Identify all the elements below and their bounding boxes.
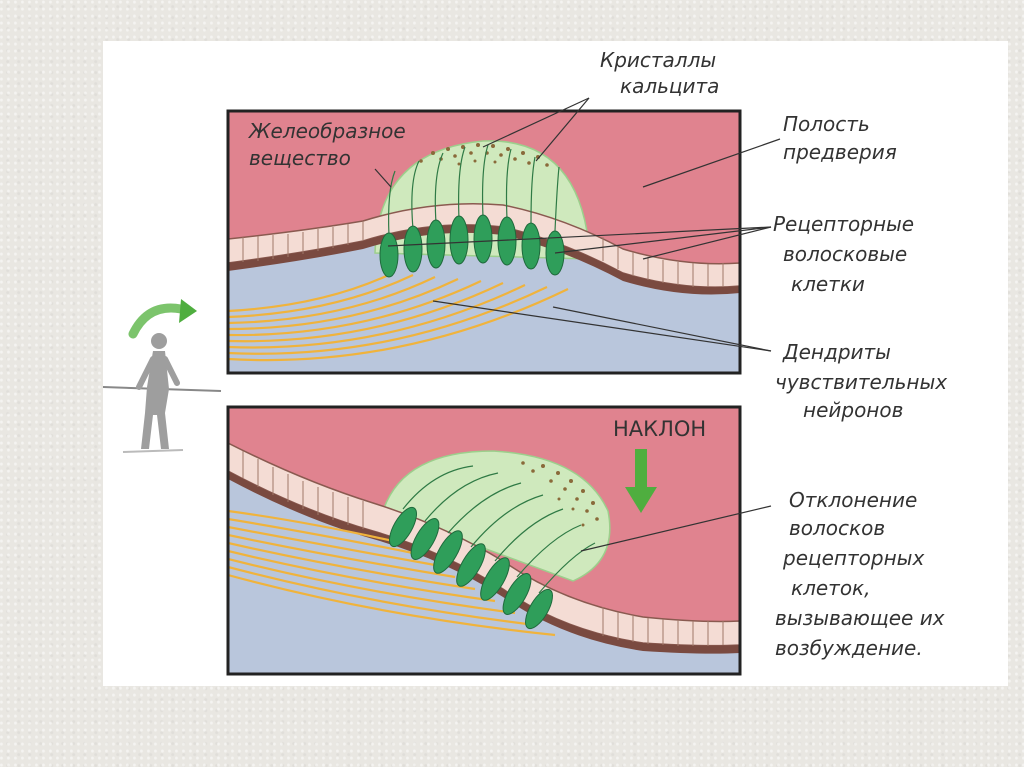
label-tilt: НАКЛОН	[613, 417, 706, 441]
label-dendrites-1: Дендриты	[782, 340, 891, 364]
label-cavity-2: предверия	[783, 140, 897, 164]
bottom-panel	[228, 407, 740, 674]
label-deflection-3: рецепторных	[782, 546, 924, 570]
label-gel-1: Желеобразное	[247, 119, 406, 143]
label-receptor-3: клетки	[791, 272, 865, 296]
label-gel-2: вещество	[249, 146, 351, 170]
label-receptor-1: Рецепторные	[773, 212, 914, 236]
label-deflection-4: клеток,	[791, 576, 871, 600]
label-deflection-1: Отклонение	[789, 488, 917, 512]
label-dendrites-3: нейронов	[803, 398, 903, 422]
label-deflection-6: возбуждение.	[775, 636, 923, 660]
slide-panel: Кристаллы кальцита Желеобразное вещество…	[103, 41, 1008, 686]
label-calcite-2: кальцита	[620, 74, 719, 98]
label-receptor-2: волосковые	[783, 242, 907, 266]
sensory-dendrites	[228, 272, 569, 362]
calcite-crystals	[419, 143, 549, 167]
top-panel	[228, 111, 740, 373]
otolith-diagram: Кристаллы кальцита Желеобразное вещество…	[103, 48, 947, 676]
walking-person-icon	[103, 299, 222, 453]
label-deflection-5: вызывающее их	[775, 606, 945, 630]
label-deflection-2: волосков	[789, 516, 885, 540]
label-calcite-1: Кристаллы	[600, 48, 716, 72]
down-arrow-icon	[625, 449, 657, 513]
label-dendrites-2: чувствительных	[775, 370, 947, 394]
label-cavity-1: Полость	[783, 112, 870, 136]
